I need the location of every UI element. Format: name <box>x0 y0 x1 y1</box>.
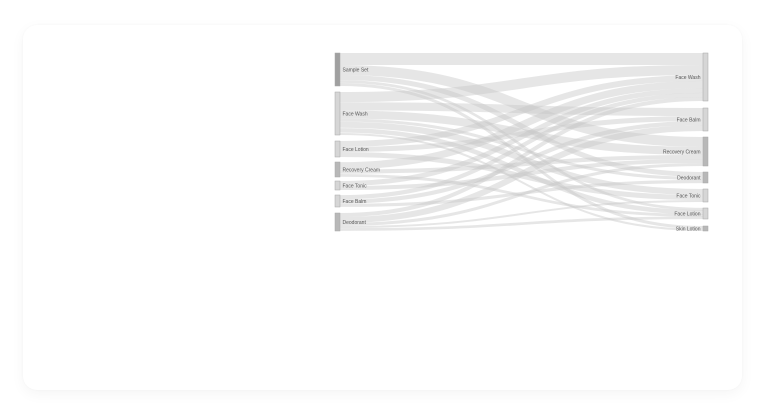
sankey-node-label: Face Balm <box>677 117 701 123</box>
sankey-nodes <box>334 52 709 232</box>
sankey-link[interactable] <box>339 102 704 117</box>
sankey-link[interactable] <box>339 159 704 190</box>
sankey-link[interactable] <box>339 163 704 226</box>
sankey-link[interactable] <box>339 75 704 147</box>
sankey-node-r-face-wash[interactable] <box>702 52 709 102</box>
sankey-link[interactable] <box>339 200 704 228</box>
sankey-node-r-face-tonic[interactable] <box>702 188 709 203</box>
sankey-node-r-face-balm[interactable] <box>702 107 709 132</box>
sankey-link[interactable] <box>339 65 704 147</box>
sankey-link[interactable] <box>339 120 704 204</box>
sankey-link[interactable] <box>339 152 704 200</box>
sankey-node-l-deodorant[interactable] <box>334 212 341 232</box>
sankey-node-label: Face Balm <box>343 199 367 205</box>
sankey-node-r-deodorant[interactable] <box>702 171 709 184</box>
sankey-node-r-skin-lotion[interactable] <box>702 225 709 232</box>
sankey-link[interactable] <box>339 174 704 217</box>
sankey-link[interactable] <box>339 125 704 223</box>
sankey-node-label: Face Tonic <box>343 183 368 189</box>
sankey-node-label: Face Lotion <box>343 147 369 153</box>
sankey-link[interactable] <box>339 116 704 152</box>
sankey-node-l-face-lotion[interactable] <box>334 140 341 158</box>
sankey-link[interactable] <box>339 118 704 181</box>
sankey-link[interactable] <box>339 97 704 217</box>
sankey-link[interactable] <box>339 75 704 177</box>
sankey-link[interactable] <box>339 64 704 103</box>
sankey-node-label: Recovery Cream <box>663 149 701 155</box>
sankey-link[interactable] <box>339 80 704 170</box>
sankey-link[interactable] <box>339 128 704 215</box>
sankey-link[interactable] <box>339 154 704 174</box>
sankey-node-l-face-balm[interactable] <box>334 194 341 208</box>
sankey-link[interactable] <box>339 110 704 156</box>
sankey-node-r-recovery-cream[interactable] <box>702 136 709 167</box>
sankey-node-r-face-lotion[interactable] <box>702 207 709 220</box>
sankey-node-l-recovery-cream[interactable] <box>334 161 341 178</box>
sankey-link[interactable] <box>339 121 704 196</box>
sankey-links <box>339 52 704 232</box>
sankey-node-label: Face Lotion <box>674 211 700 217</box>
sankey-link[interactable] <box>339 132 704 232</box>
sankey-link[interactable] <box>339 92 704 200</box>
sankey-node-label: Deodorant <box>677 175 701 181</box>
sankey-node-label: Recovery Cream <box>343 167 381 173</box>
sankey-link[interactable] <box>339 80 704 211</box>
sankey-node-l-face-wash[interactable] <box>334 91 341 136</box>
sankey-node-label: Deodorant <box>343 220 367 226</box>
sankey-node-label: Face Wash <box>343 111 368 117</box>
sankey-node-label: Face Tonic <box>676 193 701 199</box>
sankey-link[interactable] <box>339 179 704 207</box>
sankey-link[interactable] <box>339 88 704 186</box>
sankey-node-label: Skin Lotion <box>676 226 701 232</box>
sankey-link[interactable] <box>339 83 704 229</box>
sankey-node-label: Sample Set <box>343 67 369 73</box>
chart-card <box>23 25 742 390</box>
sankey-node-l-face-tonic[interactable] <box>334 180 341 191</box>
sankey-node-label: Face Wash <box>675 75 700 81</box>
sankey-link[interactable] <box>339 216 704 231</box>
sankey-node-l-sample-set[interactable] <box>334 52 341 87</box>
